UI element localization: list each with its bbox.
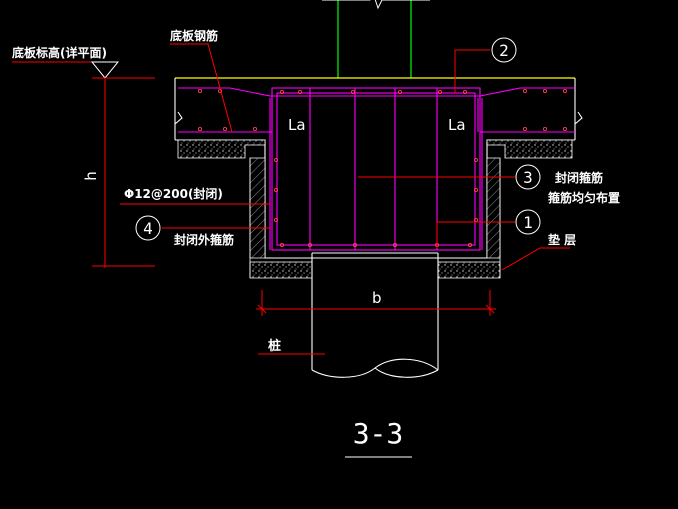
section-title: 3-3 [353, 417, 404, 450]
callout-2: 2 [491, 37, 517, 63]
leader-lines [12, 43, 570, 355]
pile [311, 252, 439, 378]
column [322, 0, 430, 78]
slab-rebar-label: 底板钢筋 [170, 28, 218, 43]
concrete-outline [174, 78, 583, 259]
callout-4-label: 4 [143, 219, 153, 238]
h-dimension-label: h [82, 171, 100, 181]
rebar [178, 87, 575, 251]
stirrup-distribution-label: 箍筋均匀布置 [547, 190, 620, 205]
anchor-left-label: La [288, 116, 306, 134]
callout-1-label: 1 [523, 213, 533, 232]
rebar-spec-label: Φ12@200(封闭) [124, 186, 223, 201]
rebar-dots [197, 88, 568, 248]
callout-2-label: 2 [499, 41, 509, 60]
cushion-label: 垫 层 [548, 232, 576, 247]
anchor-right-label: La [448, 116, 466, 134]
b-dimension-label: b [372, 289, 382, 307]
callout-4: 4 [135, 215, 161, 241]
callout-3-label: 3 [523, 168, 533, 187]
closed-stirrup-label: 封闭箍筋 [555, 170, 603, 185]
pile-label: 桩 [268, 338, 281, 354]
outer-stirrup-label: 封闭外箍筋 [174, 232, 234, 247]
cushion-layer [177, 139, 573, 279]
callout-3: 3 [515, 164, 541, 190]
callout-1: 1 [515, 209, 541, 235]
slab-elevation-label: 底板标高(详平面) [12, 45, 107, 60]
